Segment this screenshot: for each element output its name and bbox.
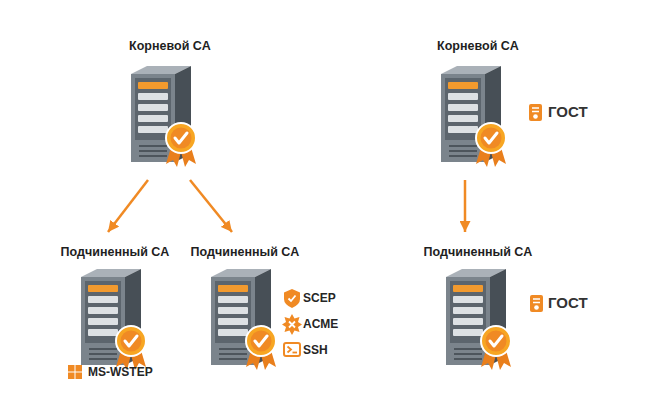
protocol-label: ГОСТ	[548, 103, 588, 121]
gost-icon	[530, 295, 543, 312]
protocol-label: ГОСТ	[548, 294, 588, 312]
ssh-icon	[284, 343, 300, 356]
server-node: Подчиненный CASCEPACMESSH	[185, 232, 345, 364]
server-icon	[81, 269, 146, 370]
acme-icon	[282, 314, 302, 335]
server-node: Подчиненный CAMS-WSTEP	[35, 232, 185, 384]
windows-icon	[68, 365, 82, 379]
node-heading: Подчиненный CA	[15, 244, 215, 260]
node-heading: Подчиненный CA	[145, 244, 345, 260]
protocol-label: MS-WSTEP	[88, 365, 153, 379]
server-node: Корневой CAГОСТ	[405, 36, 595, 180]
protocol-label: SSH	[303, 343, 328, 357]
node-heading: Подчиненный CA	[378, 244, 578, 260]
arrow-connector	[190, 180, 232, 232]
protocol-label: ACME	[303, 317, 338, 331]
arrow-connector	[108, 180, 148, 232]
protocol-label: SCEP	[303, 291, 336, 305]
server-icon	[211, 269, 276, 370]
server-icon	[131, 66, 196, 167]
node-heading: Корневой CA	[70, 38, 270, 54]
server-icon	[441, 66, 506, 167]
server-node: Корневой CA	[100, 36, 240, 180]
arrow-connector	[464, 180, 467, 232]
server-icon	[446, 269, 511, 370]
gost-icon	[529, 104, 542, 121]
scep-icon	[284, 289, 300, 308]
server-node: Подчиненный CAГОСТ	[405, 232, 595, 364]
node-heading: Корневой CA	[378, 38, 578, 54]
